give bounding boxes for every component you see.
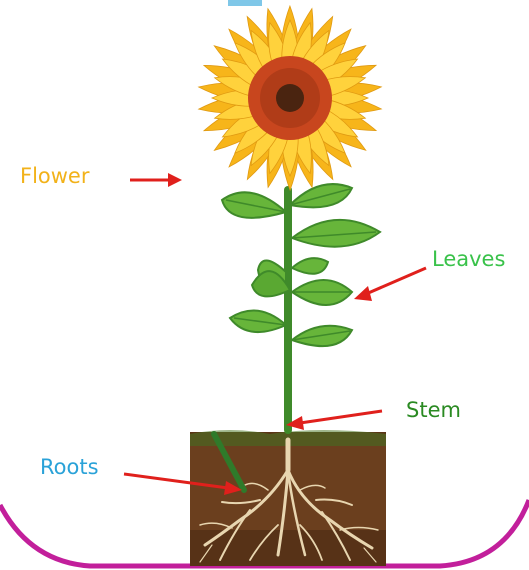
flower-core	[276, 84, 304, 112]
leaf	[292, 258, 328, 274]
leaf	[222, 192, 286, 218]
leaf	[292, 220, 380, 247]
leaf	[292, 280, 352, 305]
leaf	[292, 326, 352, 346]
leaves-arrow	[354, 268, 426, 301]
stem-arrow	[286, 411, 382, 430]
flower-head	[199, 6, 382, 190]
cropped-title-fragment	[228, 0, 262, 6]
leaf	[290, 184, 352, 207]
flower-arrow	[130, 173, 182, 187]
leaves	[222, 184, 380, 346]
leaf	[230, 310, 286, 332]
flower-label: Flower	[20, 166, 90, 187]
roots-label: Roots	[40, 457, 99, 478]
leaves-label: Leaves	[432, 249, 505, 270]
stem-label: Stem	[406, 400, 461, 421]
